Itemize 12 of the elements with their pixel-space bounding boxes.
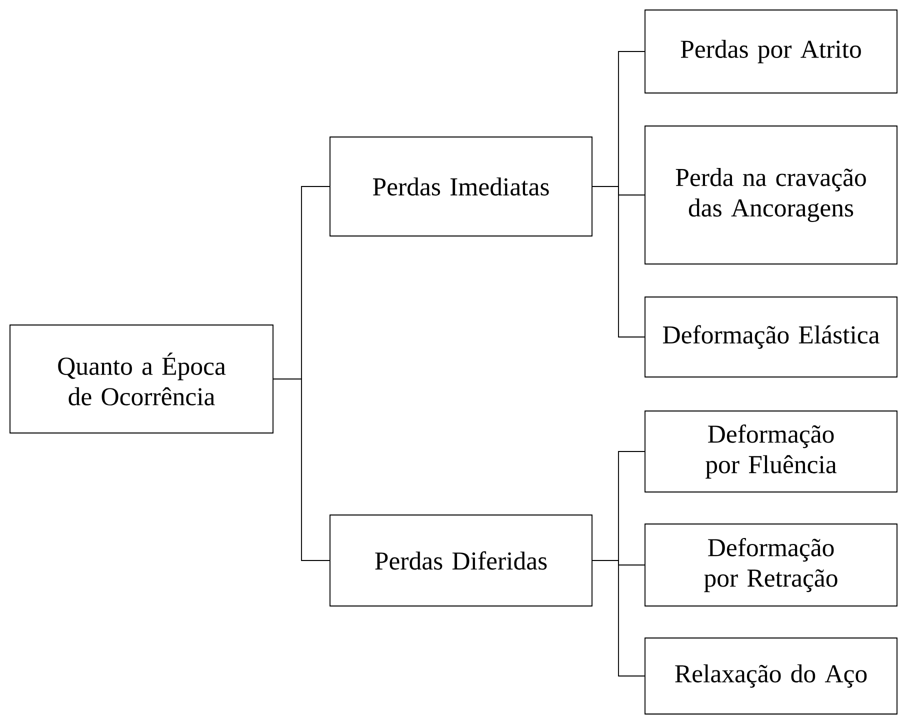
category-box: Quanto a Época de Ocorrência	[10, 324, 274, 434]
category-box: Perda na cravação das Ancoragens	[644, 126, 898, 264]
category-box: Perdas Diferidas	[330, 514, 592, 606]
connector-line	[592, 186, 645, 338]
category-box: Perdas Imediatas	[330, 136, 592, 236]
connector-line	[592, 560, 645, 676]
category-box: Deformação por Retração	[644, 524, 898, 606]
category-box: Perdas por Atrito	[644, 10, 898, 94]
category-box: Relaxação do Aço	[644, 638, 898, 714]
category-box: Deformação Elástica	[644, 296, 898, 378]
category-box: Deformação por Fluência	[644, 410, 898, 492]
connector-line	[273, 378, 330, 561]
